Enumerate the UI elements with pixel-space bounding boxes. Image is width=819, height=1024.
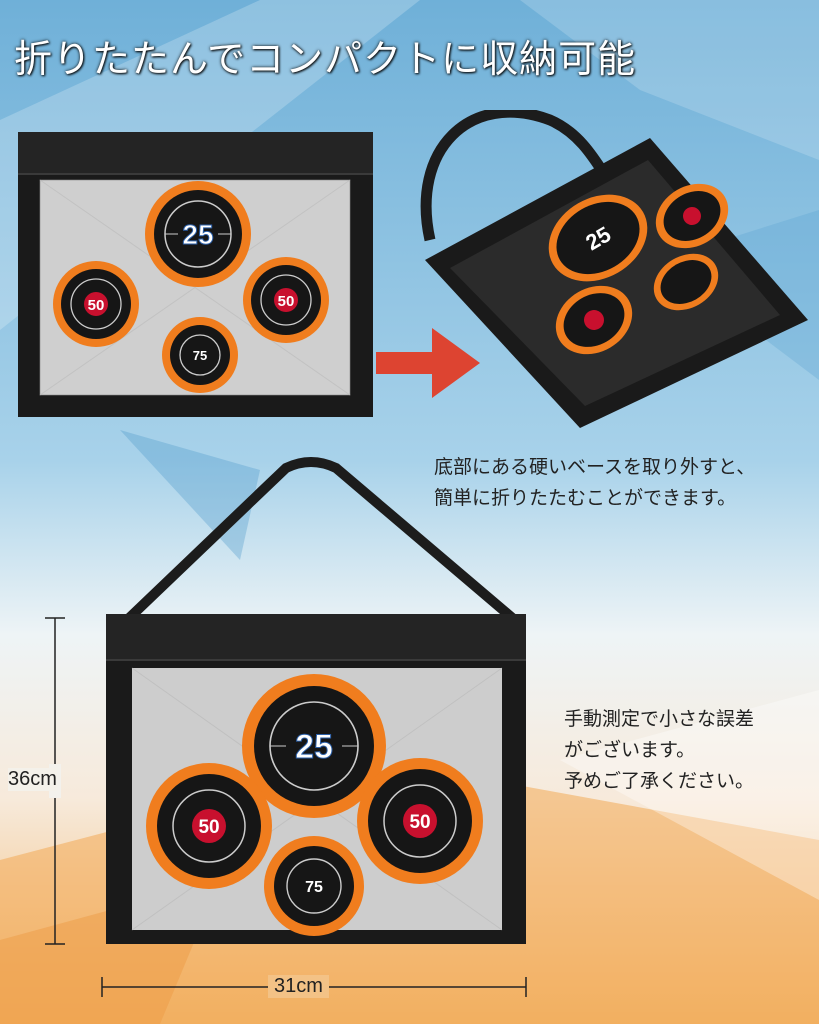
- target-bag-large: 25 50 50 75: [106, 457, 526, 944]
- large-target-50-left: 50: [146, 763, 272, 889]
- target-25: 25: [145, 181, 251, 287]
- measurement-note: 手動測定で小さな誤差 がございます。 予めご了承ください。: [564, 704, 754, 797]
- fold-note-line2: 簡単に折りたたむことができます。: [434, 487, 737, 509]
- measurement-note-line2: がございます。: [564, 739, 696, 761]
- svg-text:50: 50: [278, 293, 295, 310]
- folded-target-75: [653, 253, 719, 311]
- target-bag-folded: 25: [420, 110, 808, 428]
- large-target-75: 75: [264, 836, 364, 936]
- fold-note: 底部にある硬いベースを取り外すと、 簡単に折りたたむことができます。: [434, 452, 755, 514]
- folded-target-50-a: [655, 183, 729, 249]
- target-50-left: 50: [53, 261, 139, 347]
- svg-text:25: 25: [182, 219, 213, 250]
- svg-text:50: 50: [198, 817, 219, 838]
- svg-text:75: 75: [305, 879, 323, 896]
- measurement-note-line1: 手動測定で小さな誤差: [564, 708, 755, 730]
- large-target-50-right: 50: [357, 758, 483, 884]
- svg-text:50: 50: [409, 812, 430, 833]
- arrow-right-icon: [376, 328, 480, 398]
- height-label: 36cm: [8, 768, 57, 791]
- folded-target-50-b: [555, 285, 633, 355]
- fold-note-line1: 底部にある硬いベースを取り外すと、: [434, 456, 756, 478]
- svg-text:25: 25: [295, 728, 333, 766]
- target-50-right: 50: [243, 257, 329, 343]
- folded-target-25: 25: [548, 194, 648, 282]
- target-bag-open: 25 50 50 75: [18, 132, 373, 417]
- large-target-25: 25: [242, 674, 386, 818]
- width-label: 31cm: [268, 975, 329, 998]
- svg-text:50: 50: [88, 297, 105, 314]
- page-title: 折りたたんでコンパクトに収納可能: [14, 37, 637, 81]
- measurement-note-line3: 予めご了承ください。: [564, 770, 755, 792]
- target-75: 75: [162, 317, 238, 393]
- svg-text:75: 75: [193, 348, 207, 363]
